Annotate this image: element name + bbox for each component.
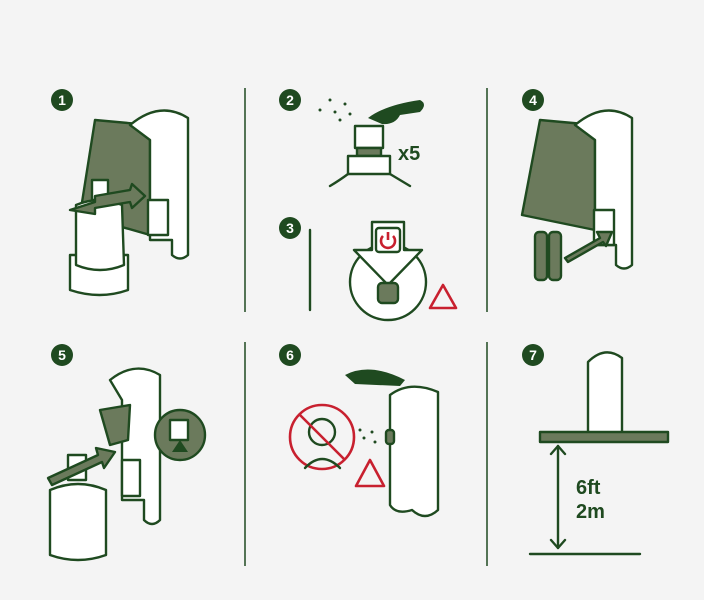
bottle-neck [346, 154, 392, 176]
step-number-badge [522, 89, 544, 111]
height-ft-label: 6ft [576, 477, 601, 499]
arrow-insert-icon [68, 182, 147, 216]
arrow-up-icon [172, 440, 188, 452]
pump-head [353, 124, 385, 150]
arrow-heads [549, 444, 567, 550]
dispenser-cover-open [520, 118, 597, 232]
step-number-badge [522, 344, 544, 366]
spray-mist-icon [318, 98, 352, 122]
dispenser-slot [146, 198, 170, 237]
dispenser-body [108, 367, 162, 526]
step-4: 4 [520, 89, 634, 282]
step-1: 1 [51, 89, 190, 297]
dispenser-body [128, 109, 190, 260]
indicator-led [376, 281, 400, 305]
step-number-badge [279, 217, 301, 239]
press-count-label: x5 [398, 143, 420, 165]
dispenser-body [573, 109, 634, 270]
arrow-down-icon [352, 220, 424, 287]
face-icon [307, 417, 337, 447]
bottle-icon [48, 482, 108, 562]
step-number-badge [51, 344, 73, 366]
step-3: 3 [279, 217, 458, 322]
step-7: 7 6ft 2m [522, 344, 670, 556]
step-number: 4 [529, 92, 537, 108]
sensor-icon [384, 428, 396, 446]
step-number: 3 [286, 220, 294, 236]
shelf [538, 430, 670, 444]
latch-icon [168, 418, 190, 442]
shoulders [303, 457, 342, 470]
dispenser-body [586, 351, 624, 443]
bottle-shoulder [328, 172, 412, 188]
step-number: 5 [58, 347, 66, 363]
step-number: 6 [286, 347, 294, 363]
battery-icon [547, 230, 563, 282]
step-number: 2 [286, 92, 294, 108]
dispenser-slot [120, 458, 142, 498]
battery-icon [533, 230, 549, 282]
dispenser-body [388, 385, 440, 518]
hand-icon [345, 369, 405, 386]
arrow-insert-icon [563, 230, 614, 264]
power-icon [379, 232, 397, 250]
height-m-label: 2m [576, 501, 605, 523]
step-number: 1 [58, 92, 66, 108]
step-number: 7 [529, 347, 537, 363]
spray-mist-icon [358, 428, 377, 444]
step-number-badge [51, 89, 73, 111]
step-6: 6 [279, 344, 440, 518]
arrow-insert-icon [46, 446, 117, 487]
step-number-badge [279, 344, 301, 366]
step-number-badge [279, 89, 301, 111]
step-2: 2 x5 [279, 89, 424, 188]
no-face-icon [288, 403, 356, 471]
step-5: 5 [46, 344, 207, 562]
warning-icon [428, 283, 458, 310]
dispenser-nozzle [98, 403, 132, 447]
prohibition-slash [298, 413, 346, 461]
hand-press-icon [368, 100, 424, 125]
warning-icon [354, 458, 386, 488]
